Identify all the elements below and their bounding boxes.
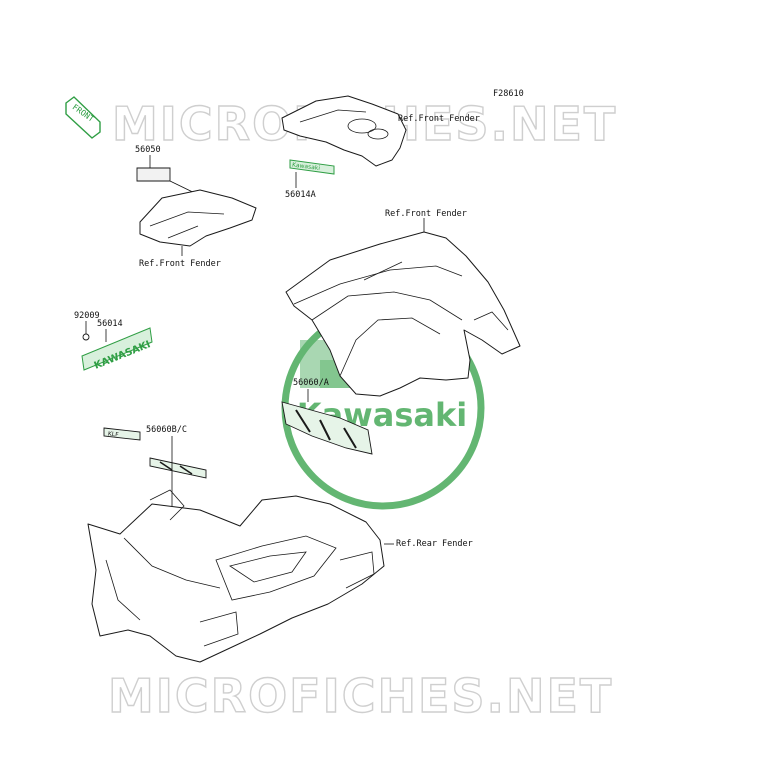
- part-label-56014[interactable]: 56014: [97, 319, 123, 329]
- front-fender-top-cover[interactable]: [281, 95, 407, 167]
- part-label-56060bc[interactable]: 56060B/C: [146, 425, 187, 435]
- ref-front-fender-1[interactable]: Ref.Front Fender: [398, 114, 480, 124]
- ref-front-fender-3[interactable]: Ref.Front Fender: [385, 209, 467, 219]
- watermark-bottom: MICROFICHES.NET: [108, 669, 613, 723]
- decal-56060bc[interactable]: KLF: [103, 427, 207, 479]
- decal-56014a[interactable]: Kawasaki: [289, 159, 335, 175]
- svg-text:KLF: KLF: [108, 431, 120, 439]
- part-label-56050[interactable]: 56050: [135, 145, 161, 155]
- rear-fender[interactable]: [87, 489, 385, 663]
- front-arrow-icon[interactable]: FRONT: [65, 96, 101, 139]
- clip-92009[interactable]: [82, 333, 90, 341]
- figure-code: F28610: [493, 89, 524, 99]
- ref-rear-fender[interactable]: Ref.Rear Fender: [396, 539, 473, 549]
- part-label-56014a[interactable]: 56014A: [285, 190, 316, 200]
- decal-56050[interactable]: [136, 167, 171, 182]
- part-label-92009[interactable]: 92009: [74, 311, 100, 321]
- decal-56060a[interactable]: [281, 401, 373, 455]
- front-fender-left-piece[interactable]: [139, 189, 257, 247]
- front-fender-main[interactable]: [285, 231, 521, 397]
- part-label-56060a[interactable]: 56060/A: [293, 378, 329, 388]
- emblem-56014[interactable]: KAWASAKI: [81, 327, 153, 372]
- svg-text:Kawasaki: Kawasaki: [292, 162, 321, 172]
- ref-front-fender-2[interactable]: Ref.Front Fender: [139, 259, 221, 269]
